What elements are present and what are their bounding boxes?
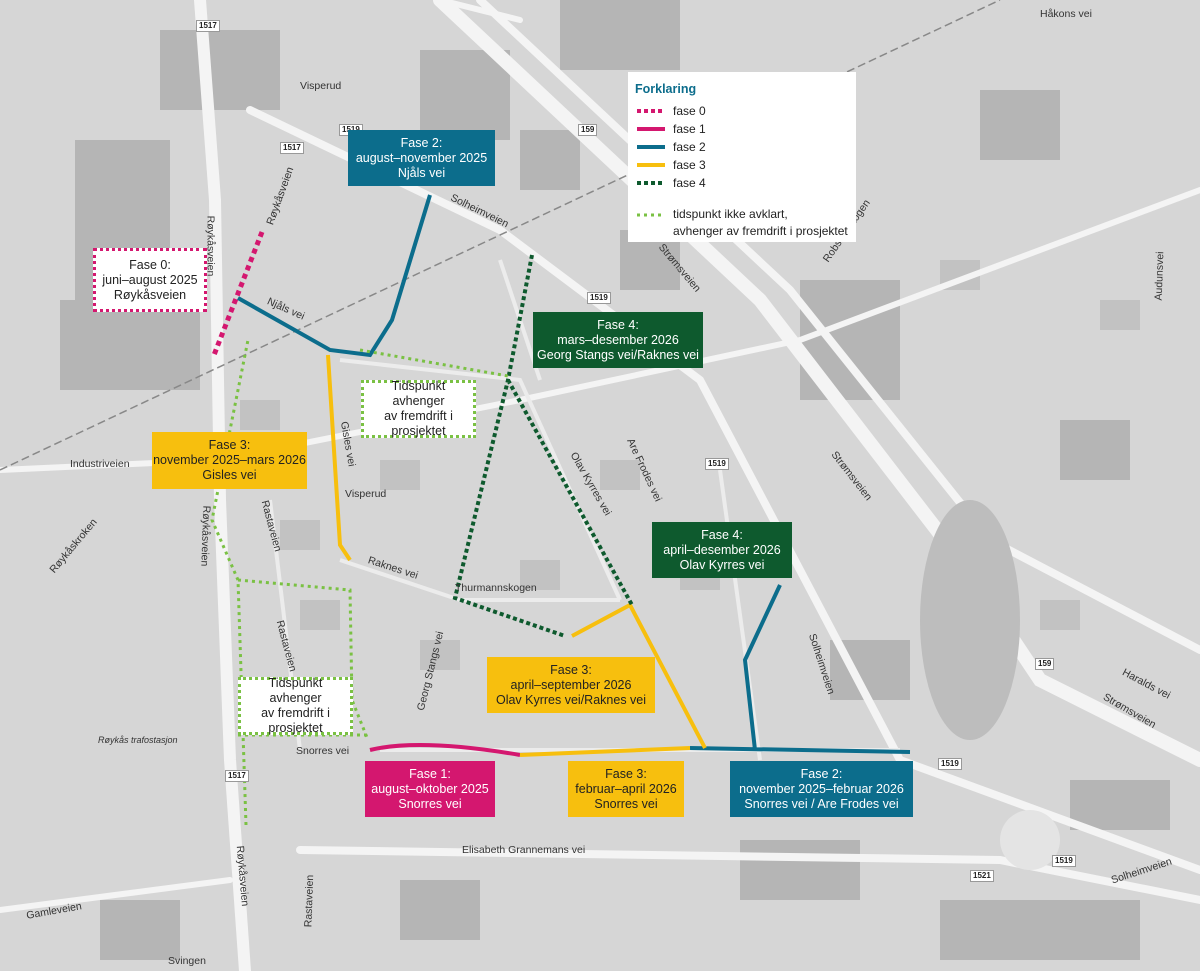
fase3-snorres-route: [519, 746, 691, 757]
road-label-rastaveien-s: Rastaveien: [302, 874, 317, 928]
fase2-njals-box: Fase 2: august–november 2025 Njåls vei: [348, 130, 495, 186]
fase3-snorres-box: Fase 3: februar–april 2026 Snorres vei: [568, 761, 684, 817]
box-line: Georg Stangs vei/Raknes vei: [537, 347, 699, 362]
road-shield: 1521: [970, 870, 994, 882]
box-line: Gisles vei: [202, 468, 257, 482]
box-line: av fremdrift i: [384, 409, 453, 423]
fase2-njals-route: [237, 194, 432, 358]
box-line: Fase 3:: [550, 662, 592, 677]
fase4-route: [452, 254, 634, 638]
road-label-thurmann: Thurmannskogen: [455, 582, 537, 594]
road-shield: 159: [578, 124, 598, 136]
box-line: november 2025–mars 2026: [153, 453, 306, 467]
road-shield: 1517: [225, 770, 249, 782]
road-shield: 1519: [938, 758, 962, 770]
box-line: Snorres vei / Are Frodes vei: [744, 796, 899, 811]
tbd-box-bottom: Tidspunkt avhenger av fremdrift i prosje…: [238, 676, 353, 735]
box-line: Snorres vei: [594, 796, 658, 811]
buildings: [60, 0, 1170, 960]
box-line: Fase 2:: [800, 766, 843, 781]
road-label-audun: Audunsvei: [1152, 251, 1167, 301]
box-line: Olav Kyrres vei/Raknes vei: [495, 692, 647, 707]
legend-label: fase 1: [673, 122, 706, 136]
box-line: prosjektet: [391, 424, 446, 438]
legend-label: fase 3: [673, 158, 706, 172]
box-line: Olav Kyrres vei: [679, 557, 765, 572]
road-label-rokaasveien: Røykåsveien: [198, 505, 213, 567]
road-shield: 159: [1035, 658, 1055, 670]
road-label-visperud2: Visperud: [300, 80, 342, 92]
box-line: Tidspunkt avhenger: [268, 676, 323, 705]
fase4-georg-box: Fase 4: mars–desember 2026 Georg Stangs …: [533, 312, 703, 368]
box-line: Fase 1:: [409, 766, 451, 781]
fase3-gisles-box: Fase 3: november 2025–mars 2026 Gisles v…: [152, 432, 307, 489]
legend-label: fase 0: [673, 104, 706, 118]
fase1-snorres-box: Fase 1: august–oktober 2025 Snorres vei: [365, 761, 495, 817]
fase1-route: [369, 743, 521, 757]
box-line: april–september 2026: [510, 677, 632, 692]
fase2-snorres-route: [689, 584, 911, 754]
fase0-route: [211, 231, 265, 356]
road-label-visperud: Visperud: [345, 488, 387, 500]
legend-title: Forklaring: [635, 82, 697, 96]
box-line: august–oktober 2025: [371, 781, 489, 796]
road-shield: 1517: [196, 20, 220, 32]
legend-label: fase 4: [673, 176, 706, 190]
fase4-olav-box: Fase 4: april–desember 2026 Olav Kyrres …: [652, 522, 792, 578]
road-label-haakons: Håkons vei: [1040, 8, 1092, 20]
legend-label: fase 2: [673, 140, 706, 154]
fase3-olav-box: Fase 3: april–september 2026 Olav Kyrres…: [487, 657, 655, 713]
box-line: Fase 4:: [597, 317, 639, 332]
box-line: Fase 3:: [605, 766, 647, 781]
legend-note-line2: avhenger av fremdrift i prosjektet: [673, 224, 848, 238]
road-shield: 1519: [587, 292, 611, 304]
road-shield: 1519: [1052, 855, 1076, 867]
box-line: Fase 2:: [400, 135, 443, 150]
box-line: november 2025–februar 2026: [739, 781, 904, 796]
box-line: av fremdrift i: [261, 706, 330, 720]
box-line: mars–desember 2026: [557, 332, 679, 347]
box-line: april–desember 2026: [663, 542, 781, 557]
tbd-box-top: Tidspunkt avhenger av fremdrift i prosje…: [361, 379, 476, 438]
legend: Forklaring fase 0 fase 1 fase 2 fase 3 f…: [628, 72, 856, 242]
box-line: Snorres vei: [398, 796, 462, 811]
box-line: Fase 0:: [129, 257, 171, 272]
box-line: Fase 4:: [701, 527, 743, 542]
legend-note-line1: tidspunkt ikke avklart,: [673, 207, 788, 221]
box-line: prosjektet: [268, 721, 323, 735]
road-label-elisabeth: Elisabeth Grannemans vei: [462, 844, 586, 856]
road-shield: 1519: [705, 458, 729, 470]
box-line: Njåls vei: [397, 165, 446, 180]
road-label-trafo: Røykås trafostasjon: [98, 735, 178, 745]
fase0-box: Fase 0: juni–august 2025 Røykåsveien: [93, 248, 207, 312]
road-label-snorres: Snorres vei: [296, 745, 350, 757]
box-line: Tidspunkt avhenger: [391, 379, 446, 408]
road-label-svingen: Svingen: [168, 955, 206, 967]
box-line: Fase 3:: [208, 438, 251, 452]
box-line: februar–april 2026: [575, 781, 677, 796]
box-line: august–november 2025: [355, 150, 488, 165]
fase3-gisles-route: [326, 354, 352, 562]
box-line: Røykåsveien: [113, 287, 187, 302]
box-line: juni–august 2025: [102, 272, 198, 287]
road-shield: 1517: [280, 142, 304, 154]
road-label-industri: Industriveien: [70, 458, 130, 470]
fase2-snorres-box: Fase 2: november 2025–februar 2026 Snorr…: [730, 761, 913, 817]
